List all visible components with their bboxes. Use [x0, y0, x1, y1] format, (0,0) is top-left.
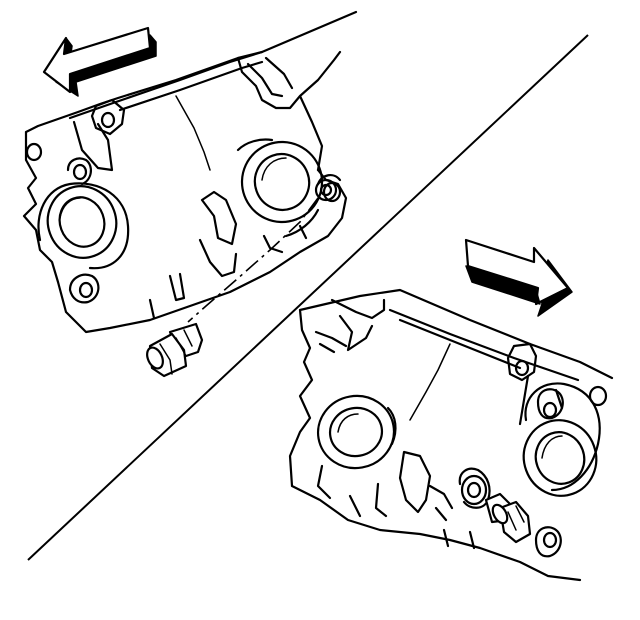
cover-outline-2	[288, 288, 614, 582]
bolt-boss-2b	[536, 388, 564, 420]
upper-rib-2	[314, 298, 386, 354]
bolt-boss-2c	[588, 385, 608, 407]
drain-port-2	[458, 467, 491, 509]
bore-right	[236, 138, 324, 238]
plug-icon-installed	[484, 492, 532, 544]
bore-right-2	[522, 382, 601, 497]
bolt-boss-top	[90, 98, 126, 136]
removal-path	[187, 197, 319, 323]
arrow-right-icon	[464, 238, 573, 317]
bore-left-2	[316, 394, 397, 500]
bolt-boss-left-upper	[25, 142, 43, 162]
left-rib	[72, 120, 114, 172]
panel-divider	[27, 34, 589, 561]
lower-channel	[148, 190, 308, 320]
upper-rib	[236, 50, 342, 172]
top-flange-2	[388, 308, 580, 382]
center-crease-2	[409, 343, 451, 421]
top-flange	[68, 50, 264, 120]
bore-left	[37, 182, 130, 270]
bolt-boss-left-lower	[68, 273, 100, 304]
bolt-boss-2a	[506, 342, 538, 382]
panel-removal	[22, 10, 358, 378]
bolt-boss-2d	[534, 526, 562, 558]
center-crease	[175, 95, 211, 171]
lower-channel-2	[348, 450, 476, 550]
bolt-boss-left-mid	[66, 157, 92, 186]
drain-port	[314, 178, 338, 202]
plug-icon	[146, 322, 204, 378]
right-rib	[518, 374, 564, 426]
arrow-left-icon	[42, 26, 157, 97]
panel-installation	[288, 238, 614, 582]
